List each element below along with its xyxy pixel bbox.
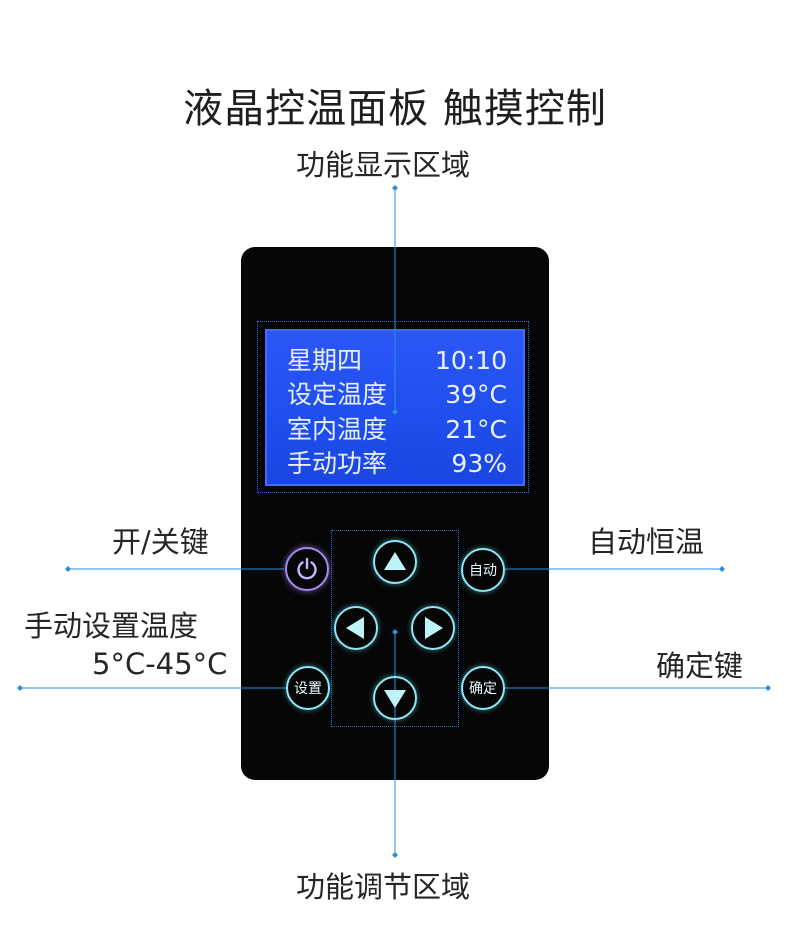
lcd-row-value: 39°C <box>445 379 507 409</box>
set-button[interactable]: 设置 <box>286 666 330 710</box>
lcd-row-room-temperature: 室内温度 21°C <box>287 412 507 446</box>
down-button[interactable] <box>373 676 417 720</box>
confirm-callout-dot <box>765 685 771 691</box>
confirm-button-label: 确定 <box>469 681 497 697</box>
auto-constant-label: 自动恒温 <box>588 525 705 559</box>
lcd-row-label: 设定温度 <box>287 379 388 409</box>
display-area-outline <box>257 321 529 493</box>
power-callout-dot <box>65 566 71 572</box>
triangle-down-icon <box>384 690 406 708</box>
power-button[interactable] <box>285 547 329 591</box>
up-button[interactable] <box>373 540 417 584</box>
lcd-row-set-temperature: 设定温度 39°C <box>287 377 507 411</box>
lcd-row-label: 手动功率 <box>287 448 388 478</box>
set-callout-dot <box>17 685 23 691</box>
lcd-row-weekday: 星期四 10:10 <box>287 343 507 377</box>
set-button-label: 设置 <box>294 681 322 697</box>
power-key-label: 开/关键 <box>112 525 209 559</box>
display-callout-dot-top <box>392 185 398 191</box>
manual-set-label: 手动设置温度 <box>24 609 199 643</box>
right-button[interactable] <box>411 606 455 650</box>
triangle-right-icon <box>425 617 443 639</box>
auto-button[interactable]: 自动 <box>461 548 505 592</box>
lcd-row-value: 21°C <box>445 414 507 444</box>
lcd-row-manual-power: 手动功率 93% <box>287 446 507 480</box>
confirm-key-label: 确定键 <box>656 649 744 683</box>
triangle-left-icon <box>346 617 364 639</box>
adjust-callout-dot-top <box>392 629 398 635</box>
lcd-row-label: 星期四 <box>287 345 363 375</box>
auto-button-label: 自动 <box>469 563 497 579</box>
lcd-row-value: 93% <box>451 448 507 478</box>
adjust-area-label: 功能调节区域 <box>296 870 471 904</box>
display-area-label: 功能显示区域 <box>296 148 471 182</box>
manual-set-range-label: 5°C-45°C <box>92 647 228 681</box>
auto-callout-dot <box>719 566 725 572</box>
lcd-row-value: 10:10 <box>434 345 507 375</box>
confirm-button[interactable]: 确定 <box>461 666 505 710</box>
triangle-up-icon <box>384 552 406 570</box>
adjust-callout-dot-bottom <box>392 852 398 858</box>
page-title: 液晶控温面板 触摸控制 <box>183 86 607 132</box>
display-callout-dot-bottom <box>392 409 398 415</box>
lcd-row-label: 室内温度 <box>287 414 388 444</box>
power-icon <box>297 557 317 580</box>
left-button[interactable] <box>334 606 378 650</box>
